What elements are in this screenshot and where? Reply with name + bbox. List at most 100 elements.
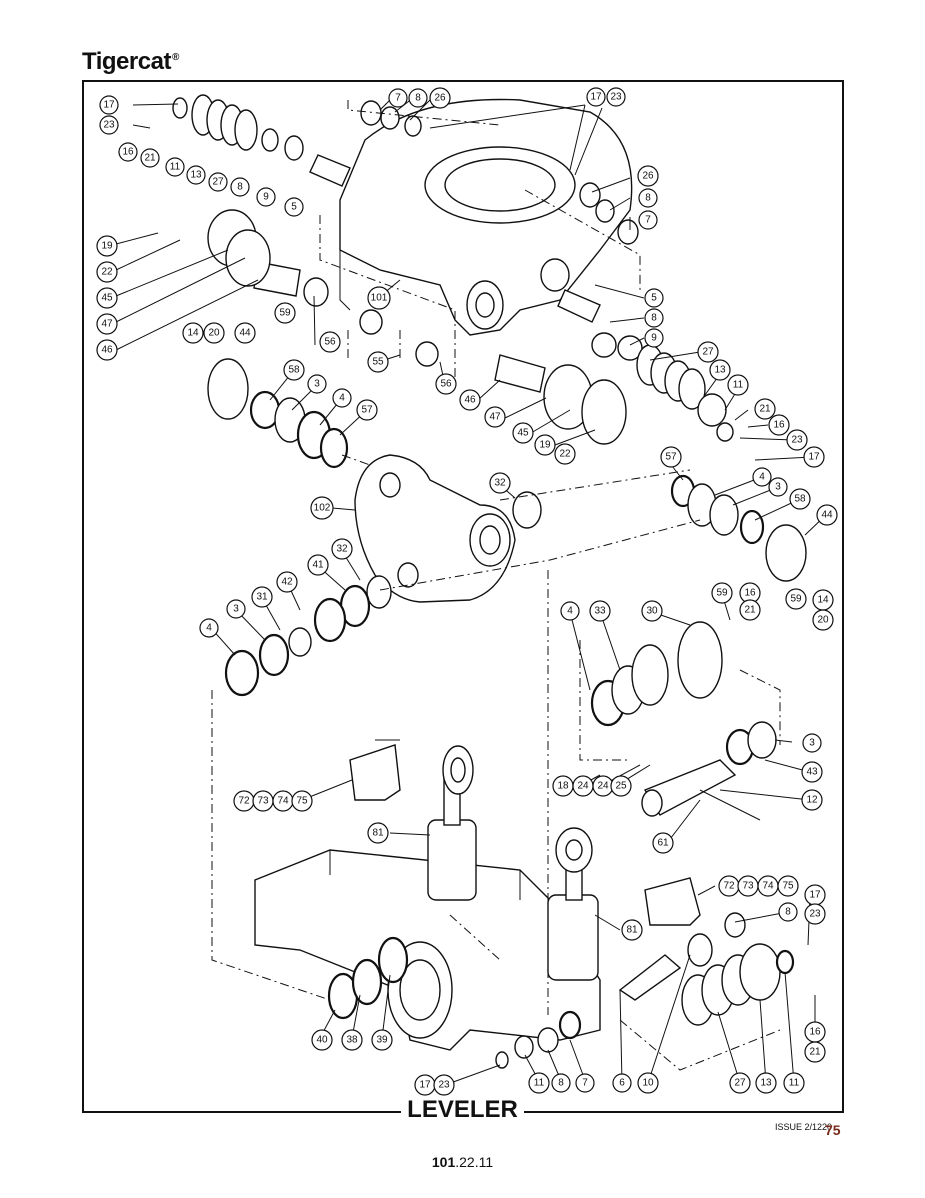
callout: 47 bbox=[96, 313, 118, 335]
callout: 11 bbox=[727, 374, 749, 396]
seal-and-flange-rings bbox=[172, 94, 807, 1069]
svg-text:73: 73 bbox=[257, 796, 269, 807]
callout: 10 bbox=[637, 1072, 659, 1094]
callout: 44 bbox=[816, 504, 838, 526]
callout: 32 bbox=[331, 538, 353, 560]
callout: 22 bbox=[96, 261, 118, 283]
svg-text:5: 5 bbox=[291, 202, 297, 213]
callout: 26 bbox=[429, 87, 451, 109]
callout: 38 bbox=[341, 1029, 363, 1051]
callout: 13 bbox=[186, 165, 206, 185]
callout: 23 bbox=[804, 903, 826, 925]
svg-text:74: 74 bbox=[277, 796, 289, 807]
callout: 75 bbox=[777, 875, 799, 897]
svg-text:16: 16 bbox=[122, 147, 134, 158]
brand-name: Tigercat bbox=[82, 48, 171, 75]
svg-text:23: 23 bbox=[809, 909, 821, 920]
callout: 13 bbox=[709, 359, 731, 381]
svg-text:25: 25 bbox=[615, 781, 627, 792]
callout: 3 bbox=[802, 733, 822, 753]
callout: 58 bbox=[789, 488, 811, 510]
svg-text:8: 8 bbox=[415, 93, 421, 104]
svg-text:46: 46 bbox=[101, 345, 113, 356]
diagram-title-text: LEVELER bbox=[401, 1096, 524, 1123]
callout: 74 bbox=[272, 790, 294, 812]
callout: 22 bbox=[554, 443, 576, 465]
callout: 43 bbox=[801, 761, 823, 783]
callout: 11 bbox=[165, 157, 185, 177]
yoke-102 bbox=[354, 454, 516, 603]
callout: 31 bbox=[251, 586, 273, 608]
callout: 21 bbox=[804, 1041, 826, 1063]
svg-text:59: 59 bbox=[279, 308, 291, 319]
callout: 59 bbox=[785, 588, 807, 610]
svg-text:4: 4 bbox=[759, 472, 765, 483]
callout: 59 bbox=[274, 302, 296, 324]
svg-text:101: 101 bbox=[371, 293, 388, 304]
svg-text:39: 39 bbox=[376, 1035, 388, 1046]
svg-text:58: 58 bbox=[794, 494, 806, 505]
pin-5-upper bbox=[309, 154, 351, 187]
page-number: 75 bbox=[825, 1122, 841, 1138]
svg-text:21: 21 bbox=[144, 153, 156, 164]
svg-text:11: 11 bbox=[733, 380, 744, 391]
svg-text:23: 23 bbox=[610, 92, 622, 103]
turntable-housing bbox=[339, 98, 633, 336]
svg-text:27: 27 bbox=[212, 177, 224, 188]
svg-text:8: 8 bbox=[645, 193, 651, 204]
callout: 73 bbox=[252, 790, 274, 812]
svg-text:33: 33 bbox=[594, 606, 606, 617]
callout: 5 bbox=[644, 288, 664, 308]
callout: 58 bbox=[283, 359, 305, 381]
svg-text:26: 26 bbox=[642, 171, 654, 182]
svg-text:8: 8 bbox=[651, 313, 657, 324]
svg-text:27: 27 bbox=[702, 347, 714, 358]
callout: 46 bbox=[96, 339, 118, 361]
svg-text:17: 17 bbox=[103, 100, 115, 111]
svg-text:19: 19 bbox=[539, 440, 551, 451]
svg-text:74: 74 bbox=[762, 881, 774, 892]
callout: 61 bbox=[652, 832, 674, 854]
guard-left bbox=[349, 744, 401, 801]
callout: 14 bbox=[812, 589, 834, 611]
callout: 21 bbox=[739, 599, 761, 621]
callout: 17 bbox=[99, 95, 119, 115]
part-callouts: 17 23 16 21 11 13 27 8 9 5 7 8 26 17 23 … bbox=[96, 87, 838, 1096]
svg-text:3: 3 bbox=[233, 604, 239, 615]
svg-text:81: 81 bbox=[372, 828, 384, 839]
callout: 101 bbox=[367, 286, 391, 310]
callout: 21 bbox=[754, 398, 776, 420]
svg-text:14: 14 bbox=[817, 595, 829, 606]
svg-text:11: 11 bbox=[534, 1078, 545, 1089]
callout: 27 bbox=[697, 341, 719, 363]
callout: 44 bbox=[234, 322, 256, 344]
svg-text:3: 3 bbox=[809, 738, 815, 749]
callout: 39 bbox=[371, 1029, 393, 1051]
document-number-bold: 101 bbox=[431, 1154, 456, 1170]
svg-text:46: 46 bbox=[464, 395, 476, 406]
svg-text:55: 55 bbox=[372, 357, 384, 368]
svg-text:6: 6 bbox=[619, 1078, 625, 1089]
callout: 11 bbox=[783, 1072, 805, 1094]
callout: 18 bbox=[552, 775, 574, 797]
svg-text:8: 8 bbox=[558, 1078, 564, 1089]
callout: 16 bbox=[739, 582, 761, 604]
leveler-frame bbox=[254, 849, 601, 1051]
svg-text:22: 22 bbox=[559, 449, 571, 460]
svg-text:27: 27 bbox=[734, 1078, 746, 1089]
svg-text:16: 16 bbox=[744, 588, 756, 599]
callout: 4 bbox=[560, 601, 580, 621]
svg-text:23: 23 bbox=[438, 1080, 450, 1091]
issue-label: ISSUE 2/1220 bbox=[775, 1122, 833, 1132]
callout: 7 bbox=[575, 1073, 595, 1093]
callout: 23 bbox=[433, 1074, 455, 1096]
svg-text:26: 26 bbox=[434, 93, 446, 104]
svg-text:21: 21 bbox=[759, 404, 771, 415]
svg-text:11: 11 bbox=[170, 162, 181, 173]
callout: 3 bbox=[226, 599, 246, 619]
svg-text:7: 7 bbox=[645, 215, 651, 226]
callout: 102 bbox=[310, 496, 334, 520]
callout: 8 bbox=[408, 88, 428, 108]
cylinder-81-left bbox=[427, 745, 477, 901]
